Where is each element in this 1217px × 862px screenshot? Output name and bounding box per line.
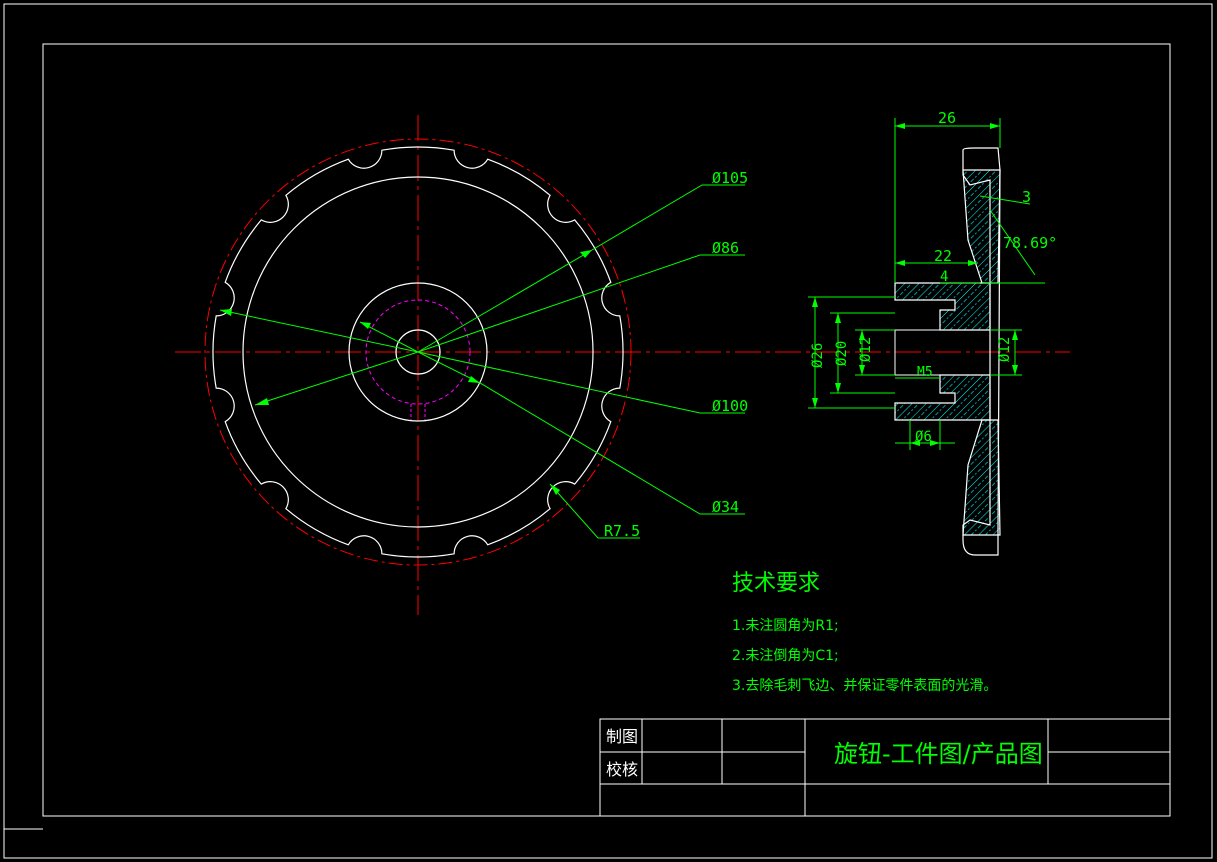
dim-s12b: Ø12	[997, 337, 1013, 362]
side-view: 26 22 4 3 78.69° Ø26 Ø20 Ø12 Ø12 M5 Ø6	[808, 109, 1057, 556]
technical-requirements: 技术要求 1.未注圆角为R1; 2.未注倒角为C1; 3.去除毛刺飞边、并保证零…	[732, 571, 997, 694]
dim-w26: 26	[938, 109, 956, 127]
drawn-by-label: 制图	[606, 727, 638, 746]
phantom-circle-d105	[204, 138, 632, 566]
hidden-circle	[365, 299, 471, 405]
arrow	[255, 398, 269, 405]
requirements-title: 技术要求	[732, 571, 820, 596]
dim-r75: R7.5	[604, 522, 640, 540]
dim-w4: 4	[940, 269, 948, 285]
circle-d34	[348, 282, 488, 422]
arrow	[220, 309, 232, 316]
checked-by-label: 校核	[606, 760, 638, 779]
dim-d86: Ø86	[712, 239, 739, 257]
leader-d86	[254, 254, 745, 406]
dim-m5: M5	[917, 365, 933, 380]
dim-s12: Ø12	[858, 337, 874, 362]
hub-section-bottom	[894, 374, 991, 421]
inner-border	[42, 43, 1171, 817]
leader-d105	[591, 184, 745, 251]
rim-outline	[962, 147, 1001, 556]
drawing-title: 旋钮-工件图/产品图	[834, 740, 1043, 768]
circle-d86	[242, 176, 594, 528]
dim-angle: 78.69°	[1003, 234, 1057, 252]
leader-d105-inner	[417, 249, 593, 353]
arrow	[468, 376, 480, 383]
arrow	[550, 484, 560, 495]
scalloped-rim	[212, 146, 624, 558]
dim-w3: 3	[1022, 188, 1031, 206]
requirement-item: 3.去除毛刺飞边、并保证零件表面的光滑。	[732, 677, 997, 694]
dim-d100: Ø100	[712, 397, 748, 415]
arrow	[580, 250, 592, 258]
requirement-item: 1.未注圆角为R1;	[732, 618, 839, 634]
dim-d105: Ø105	[712, 169, 748, 187]
dim-w22: 22	[934, 247, 952, 265]
hub-section-top	[894, 282, 991, 331]
leader-r75	[549, 483, 640, 539]
dim-d34: Ø34	[712, 498, 739, 516]
dim-s6: Ø6	[915, 429, 932, 445]
arrow	[360, 322, 371, 329]
disc-section-lower	[962, 419, 1001, 536]
front-view: Ø105 Ø86 Ø100 Ø34 R7.5	[175, 115, 1070, 615]
dim-s20: Ø20	[834, 341, 850, 366]
leader-d100	[219, 309, 745, 414]
dim-s26: Ø26	[810, 343, 826, 368]
outer-border	[3, 3, 1213, 859]
bore-circle	[395, 329, 441, 375]
requirement-item: 2.未注倒角为C1;	[732, 648, 839, 664]
title-block	[599, 718, 1171, 817]
disc-section-upper	[962, 169, 1001, 284]
